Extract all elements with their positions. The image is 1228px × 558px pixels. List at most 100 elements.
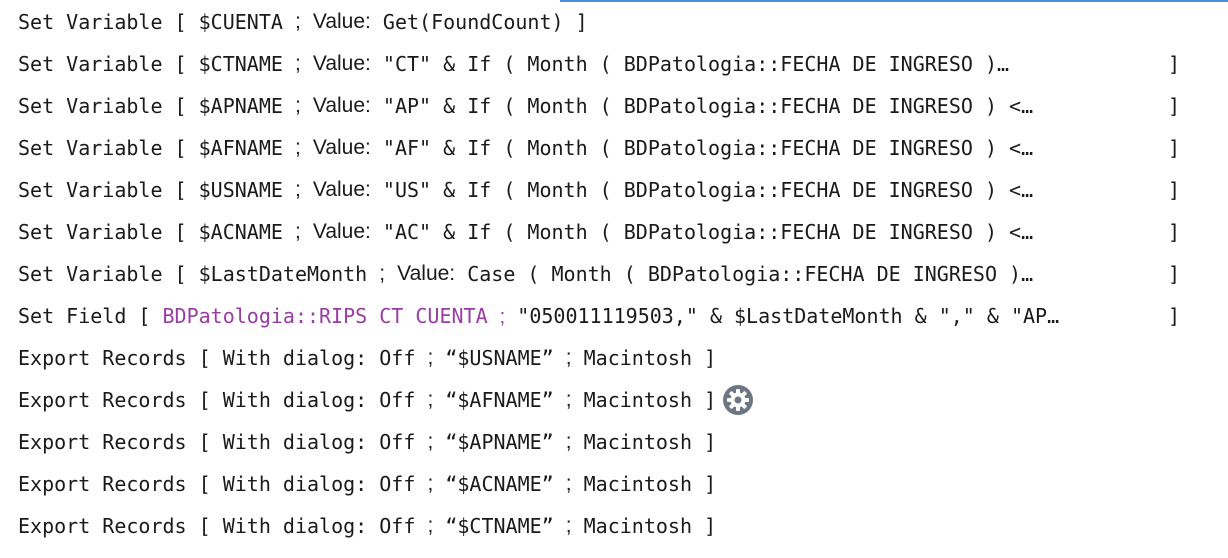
step-command: Set Variable xyxy=(18,178,163,202)
target-field-reference: BDPatologia::RIPS CT CUENTA ; xyxy=(163,304,506,329)
separator: ; xyxy=(294,10,301,33)
calculation-expression: "AP" & If ( Month ( BDPatologia::FECHA D… xyxy=(382,94,1034,118)
separator: ; xyxy=(427,430,434,453)
close-bracket: ] xyxy=(1168,178,1181,202)
top-accent-line xyxy=(560,0,1228,2)
separator: ; xyxy=(427,514,434,537)
separator: ; xyxy=(379,262,386,285)
platform: Macintosh xyxy=(583,472,693,496)
value-label: Value: xyxy=(312,136,371,159)
field-name: BDPatologia::RIPS CT CUENTA xyxy=(162,303,488,328)
calculation-expression: Get(FoundCount) xyxy=(382,10,564,34)
script-step-set-variable-acname[interactable]: Set Variable [ $ACNAME ; Value: "AC" & I… xyxy=(0,211,1228,253)
platform: Macintosh xyxy=(583,514,693,538)
gear-icon[interactable] xyxy=(722,384,754,416)
calculation-expression: "US" & If ( Month ( BDPatologia::FECHA D… xyxy=(382,178,1034,202)
script-step-set-variable-apname[interactable]: Set Variable [ $APNAME ; Value: "AP" & I… xyxy=(0,85,1228,127)
dialog-label: With dialog: xyxy=(222,472,368,496)
output-file: “$AFNAME” xyxy=(445,388,554,412)
separator: ; xyxy=(294,52,301,75)
open-bracket: [ xyxy=(174,136,187,160)
open-bracket: [ xyxy=(174,220,187,244)
script-step-set-variable-afname[interactable]: Set Variable [ $AFNAME ; Value: "AF" & I… xyxy=(0,127,1228,169)
script-step-export-records-apname[interactable]: Export Records [ With dialog: Off ; “$AP… xyxy=(0,421,1228,463)
variable-name: $APNAME xyxy=(198,94,283,118)
calculation-expression: "AF" & If ( Month ( BDPatologia::FECHA D… xyxy=(382,136,1034,160)
value-label: Value: xyxy=(312,178,371,201)
value-label: Value: xyxy=(312,94,371,117)
dialog-value: Off xyxy=(379,346,416,370)
variable-name: $CUENTA xyxy=(198,10,283,34)
separator: ; xyxy=(565,430,572,453)
open-bracket: [ xyxy=(198,430,211,454)
separator: ; xyxy=(565,472,572,495)
variable-name: $USNAME xyxy=(198,178,283,202)
script-step-set-variable-usname[interactable]: Set Variable [ $USNAME ; Value: "US" & I… xyxy=(0,169,1228,211)
close-bracket: ] xyxy=(704,514,717,538)
open-bracket: [ xyxy=(174,178,187,202)
value-label: Value: xyxy=(312,52,371,75)
open-bracket: [ xyxy=(198,514,211,538)
script-step-export-records-acname[interactable]: Export Records [ With dialog: Off ; “$AC… xyxy=(0,463,1228,505)
variable-name: $ACNAME xyxy=(198,220,283,244)
separator: ; xyxy=(565,514,572,537)
separator: ; xyxy=(294,94,301,117)
variable-name: $CTNAME xyxy=(198,52,283,76)
step-command: Export Records xyxy=(18,472,187,496)
close-bracket: ] xyxy=(1168,52,1181,76)
calculation-expression: Case ( Month ( BDPatologia::FECHA DE ING… xyxy=(467,262,1034,286)
step-command: Export Records xyxy=(18,388,187,412)
script-step-set-field-rips-ct-cuenta[interactable]: Set Field [ BDPatologia::RIPS CT CUENTA … xyxy=(0,295,1228,337)
close-bracket: ] xyxy=(575,10,588,34)
close-bracket: ] xyxy=(704,430,717,454)
platform: Macintosh xyxy=(583,388,693,412)
open-bracket: [ xyxy=(174,52,187,76)
value-label: Value: xyxy=(397,262,456,285)
close-bracket: ] xyxy=(1168,94,1181,118)
separator: ; xyxy=(565,346,572,369)
platform: Macintosh xyxy=(583,346,693,370)
script-step-export-records-afname[interactable]: Export Records [ With dialog: Off ; “$AF… xyxy=(0,379,1228,421)
close-bracket: ] xyxy=(1168,262,1181,286)
step-command: Export Records xyxy=(18,430,187,454)
output-file: “$ACNAME” xyxy=(445,472,554,496)
platform: Macintosh xyxy=(583,430,693,454)
script-step-export-records-ctname[interactable]: Export Records [ With dialog: Off ; “$CT… xyxy=(0,505,1228,547)
close-bracket: ] xyxy=(1168,220,1181,244)
close-bracket: ] xyxy=(704,346,717,370)
open-bracket: [ xyxy=(198,472,211,496)
dialog-value: Off xyxy=(379,472,416,496)
open-bracket: [ xyxy=(198,388,211,412)
separator: ; xyxy=(294,178,301,201)
dialog-label: With dialog: xyxy=(222,346,368,370)
output-file: “$APNAME” xyxy=(445,430,554,454)
script-step-set-variable-cuenta[interactable]: Set Variable [ $CUENTA ; Value: Get(Foun… xyxy=(0,1,1228,43)
script-step-export-records-usname[interactable]: Export Records [ With dialog: Off ; “$US… xyxy=(0,337,1228,379)
calculation-expression: "CT" & If ( Month ( BDPatologia::FECHA D… xyxy=(382,52,1010,76)
calculation-expression: "AC" & If ( Month ( BDPatologia::FECHA D… xyxy=(382,220,1034,244)
separator: ; xyxy=(294,136,301,159)
open-bracket: [ xyxy=(174,94,187,118)
close-bracket: ] xyxy=(704,472,717,496)
output-file: “$CTNAME” xyxy=(445,514,554,538)
value-label: Value: xyxy=(312,220,371,243)
step-command: Set Variable xyxy=(18,136,163,160)
step-command: Export Records xyxy=(18,346,187,370)
calculation-expression: "050011119503," & $LastDateMonth & "," &… xyxy=(517,304,1060,328)
open-bracket: [ xyxy=(174,10,187,34)
script-step-set-variable-lastdatemonth[interactable]: Set Variable [ $LastDateMonth ; Value: C… xyxy=(0,253,1228,295)
dialog-value: Off xyxy=(379,514,416,538)
output-file: “$USNAME” xyxy=(445,346,554,370)
close-bracket: ] xyxy=(704,388,717,412)
dialog-label: With dialog: xyxy=(222,430,368,454)
step-command: Set Variable xyxy=(18,220,163,244)
value-label: Value: xyxy=(312,10,371,33)
step-command: Set Variable xyxy=(18,94,163,118)
step-command: Set Variable xyxy=(18,262,163,286)
step-command: Set Variable xyxy=(18,52,163,76)
script-step-set-variable-ctname[interactable]: Set Variable [ $CTNAME ; Value: "CT" & I… xyxy=(0,43,1228,85)
dialog-label: With dialog: xyxy=(222,388,368,412)
dialog-label: With dialog: xyxy=(222,514,368,538)
close-bracket: ] xyxy=(1168,136,1181,160)
